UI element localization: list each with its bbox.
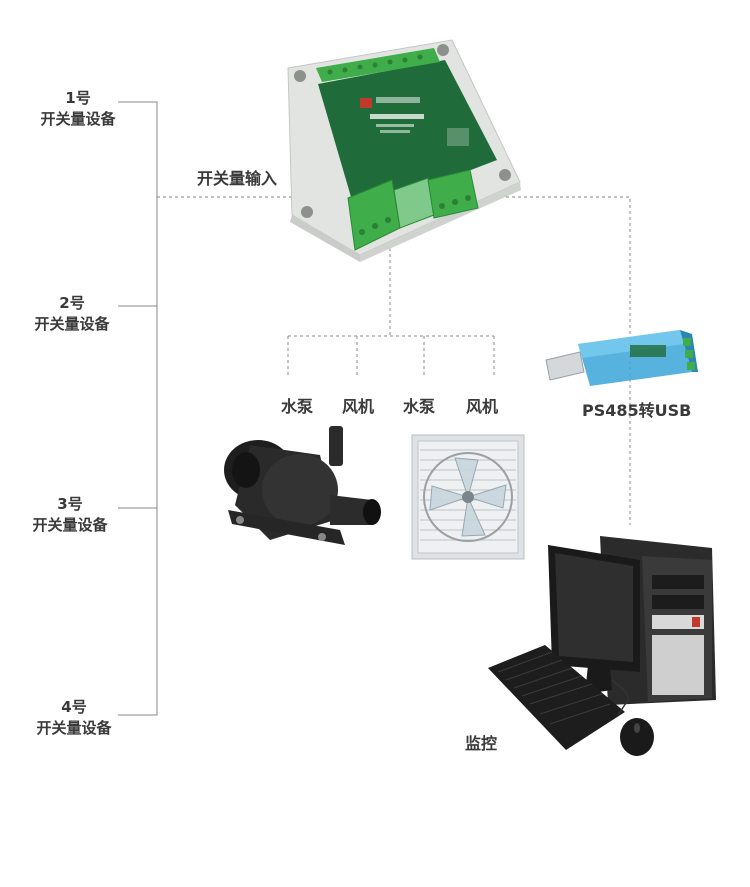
device-2-label: 2号 开关量设备 — [17, 293, 127, 335]
rs485-line — [500, 196, 631, 525]
device-4-label: 4号 开关量设备 — [19, 697, 129, 739]
device-2-text: 开关量设备 — [34, 315, 110, 333]
output-label-fan-2: 风机 — [466, 397, 499, 416]
device-3-number: 3号 — [57, 495, 83, 513]
device-1-number: 1号 — [65, 89, 91, 107]
output-label-pump-1: 水泵 — [281, 397, 314, 416]
usb-label: PS485转USB — [582, 401, 692, 420]
output-label-fan-1: 风机 — [342, 397, 375, 416]
device-1-text: 开关量设备 — [40, 110, 116, 128]
device-4-text: 开关量设备 — [36, 719, 112, 737]
output-label-pump-2: 水泵 — [403, 397, 436, 416]
device-3-text: 开关量设备 — [32, 516, 108, 534]
monitor-label: 监控 — [465, 734, 498, 753]
device-1-label: 1号 开关量设备 — [23, 88, 133, 130]
input-label: 开关量输入 — [197, 169, 278, 188]
device-2-number: 2号 — [59, 294, 85, 312]
device-3-label: 3号 开关量设备 — [15, 494, 125, 536]
device-bracket-line — [118, 101, 158, 716]
device-4-number: 4号 — [61, 698, 87, 716]
